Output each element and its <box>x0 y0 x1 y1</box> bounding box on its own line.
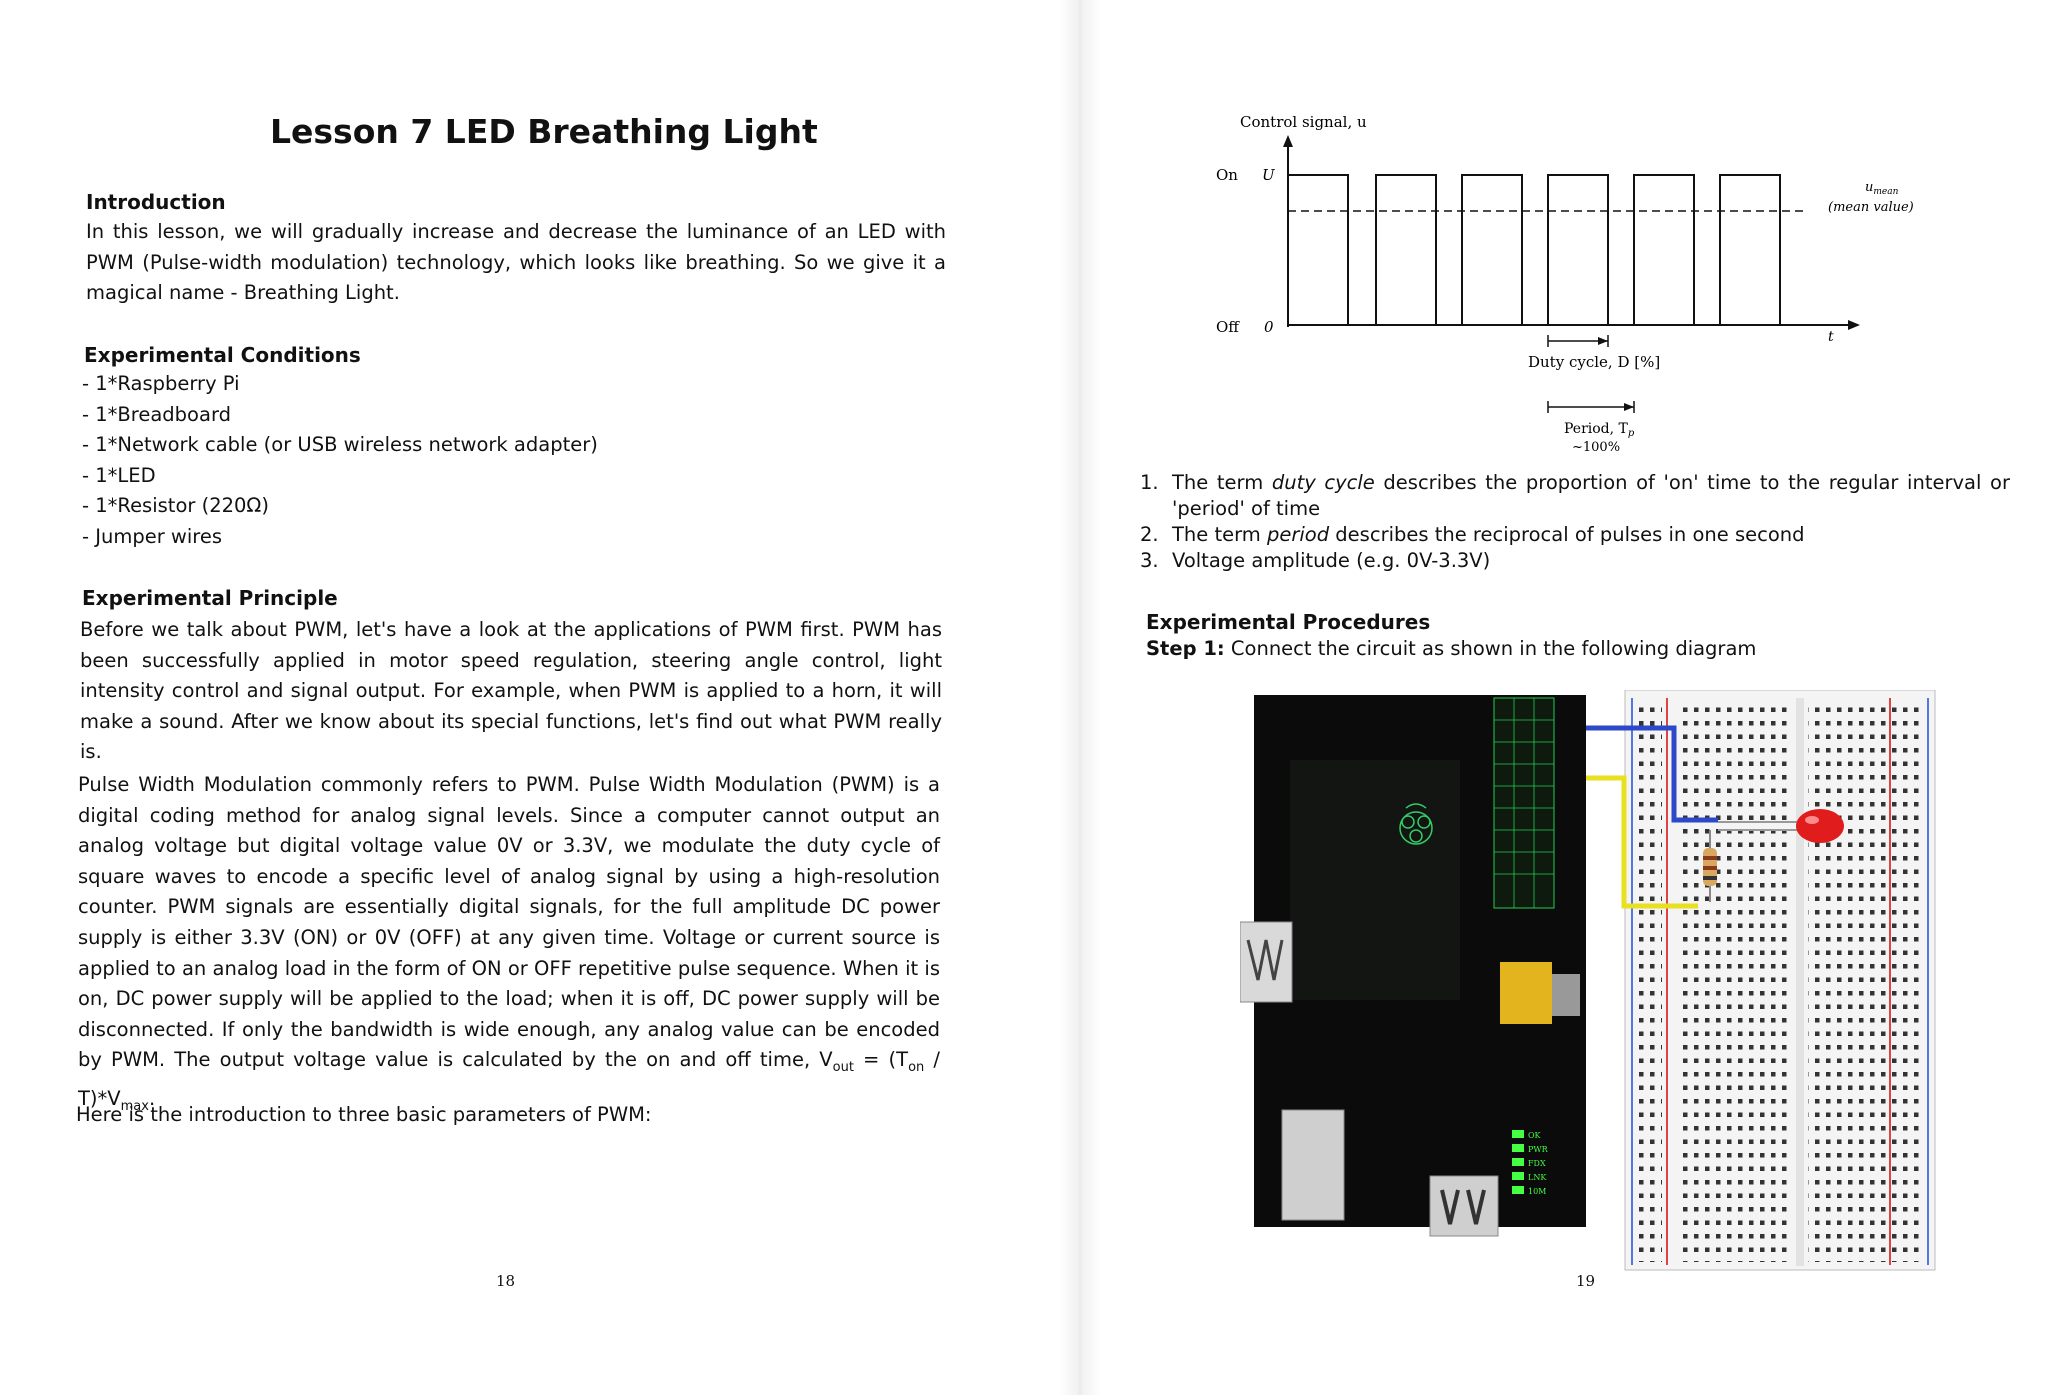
breadboard-center-channel <box>1796 698 1804 1266</box>
resistor-band <box>1703 866 1717 870</box>
principle-text: Pulse Width Modulation commonly refers t… <box>78 773 940 1072</box>
formula-sub-out: out <box>832 1060 854 1076</box>
period-label: Period, Tp <box>1564 421 1635 439</box>
gpio-grid <box>1494 698 1554 908</box>
breadboard-power-rail-right <box>1896 702 1922 1262</box>
breadboard-terminal-left <box>1678 702 1790 1262</box>
t-label: t <box>1828 329 1834 345</box>
list-item: - 1*Resistor (220Ω) <box>82 494 269 518</box>
page-number-right: 19 <box>1576 1272 1596 1290</box>
pwm-diagram: Control signal, u On U Off 0 t umean (me… <box>1216 113 1914 455</box>
period-percent-label: ~100% <box>1572 440 1620 455</box>
gpio-header <box>1493 697 1555 909</box>
usb-port-symbol <box>1246 939 1284 981</box>
pwm-waveform <box>1287 174 1800 326</box>
status-leds: OK PWR FDX LNK 10M <box>1512 1130 1549 1196</box>
period-arrow <box>1624 403 1634 411</box>
led-label: PWR <box>1528 1145 1549 1154</box>
on-label: On <box>1216 166 1238 184</box>
red-led-icon <box>1796 809 1844 843</box>
mean-value-label: (mean value) <box>1828 200 1914 215</box>
led-label: OK <box>1528 1131 1542 1140</box>
blue-jumper-wire <box>1586 725 1718 823</box>
list-item: - 1*Breadboard <box>82 402 231 426</box>
conditions-list: - 1*Raspberry Pi - 1*Breadboard - 1*Netw… <box>82 369 598 553</box>
usb-bottom-symbol <box>1440 1189 1486 1225</box>
formula-dot: . <box>148 1086 156 1110</box>
y-axis-arrow <box>1283 135 1293 147</box>
principle-paragraph-1: Before we talk about PWM, let's have a l… <box>80 618 942 764</box>
formula-sub-on: on <box>908 1060 925 1076</box>
yellow-jumper-wire <box>1586 775 1698 909</box>
lesson-title: Lesson 7 LED Breathing Light <box>270 112 818 151</box>
list-number: 2. <box>1140 523 1159 546</box>
ethernet-port-icon <box>1281 1109 1345 1221</box>
circuit-diagram: OK PWR FDX LNK 10M <box>1240 690 1936 1271</box>
usb-port-icon <box>1240 921 1293 1003</box>
left-page: Lesson 7 LED Breathing Light Introductio… <box>76 112 946 1290</box>
duty-cycle-label: Duty cycle, D [%] <box>1528 353 1660 371</box>
principle-paragraph-3: Here is the introduction to three basic … <box>76 1103 652 1126</box>
usb-bottom-port-icon <box>1429 1175 1499 1237</box>
list-item: 1. The term duty cycle describes the pro… <box>1140 470 2010 522</box>
video-port-icon <box>1500 962 1552 1024</box>
introduction-text: In this lesson, we will gradually increa… <box>86 220 946 305</box>
u-mean-label: umean <box>1865 180 1899 197</box>
list-item: - 1*Network cable (or USB wireless netwo… <box>82 433 598 457</box>
principle-paragraph-2: Pulse Width Modulation commonly refers t… <box>78 770 940 1122</box>
resistor-band <box>1703 876 1717 880</box>
step-1-label: Step 1: <box>1146 637 1225 660</box>
led-label: FDX <box>1528 1159 1546 1168</box>
raspberry-logo-icon <box>1399 803 1433 845</box>
list-text: The term period describes the reciprocal… <box>1172 523 1805 546</box>
duty-cycle-arrow <box>1598 337 1608 345</box>
list-item: - Jumper wires <box>82 524 223 548</box>
list-item: - 1*LED <box>82 463 156 487</box>
led-label: LNK <box>1528 1173 1547 1182</box>
principle-heading: Experimental Principle <box>82 586 338 610</box>
book-gutter <box>1060 0 1100 1395</box>
conditions-heading: Experimental Conditions <box>84 343 361 367</box>
zero-label: 0 <box>1264 318 1274 336</box>
list-item: 2. The term period describes the recipro… <box>1140 522 2010 548</box>
resistor-band <box>1703 856 1717 860</box>
introduction-heading: Introduction <box>86 190 226 214</box>
list-item: 3. Voltage amplitude (e.g. 0V-3.3V) <box>1140 548 2010 574</box>
list-text: The term duty cycle describes the propor… <box>1172 471 2010 520</box>
pwm-parameters-list: 1. The term duty cycle describes the pro… <box>1140 470 2010 574</box>
list-number: 3. <box>1140 549 1159 572</box>
formula-mid: = (T <box>853 1048 909 1072</box>
step-1-text: Connect the circuit as shown in the foll… <box>1224 637 1757 660</box>
list-number: 1. <box>1140 471 1159 494</box>
led-highlight <box>1805 816 1819 824</box>
board-area <box>1290 760 1460 1000</box>
breadboard-power-rail-left <box>1636 702 1662 1262</box>
control-signal-label: Control signal, u <box>1240 113 1367 131</box>
formula-end: / T)*V <box>78 1048 940 1110</box>
formula-sub-max: max <box>120 1098 149 1114</box>
list-text: Voltage amplitude (e.g. 0V-3.3V) <box>1172 549 1491 572</box>
u-level-label: U <box>1262 166 1276 184</box>
off-label: Off <box>1216 318 1240 336</box>
list-item: - 1*Raspberry Pi <box>82 372 240 395</box>
audio-jack-icon <box>1552 974 1580 1016</box>
page-number-left: 18 <box>496 1272 516 1290</box>
led-label: 10M <box>1528 1187 1546 1196</box>
procedures-heading: Experimental Procedures <box>1146 610 1431 634</box>
x-axis-arrow <box>1848 320 1860 330</box>
step-1: Step 1: Connect the circuit as shown in … <box>1146 636 1756 662</box>
